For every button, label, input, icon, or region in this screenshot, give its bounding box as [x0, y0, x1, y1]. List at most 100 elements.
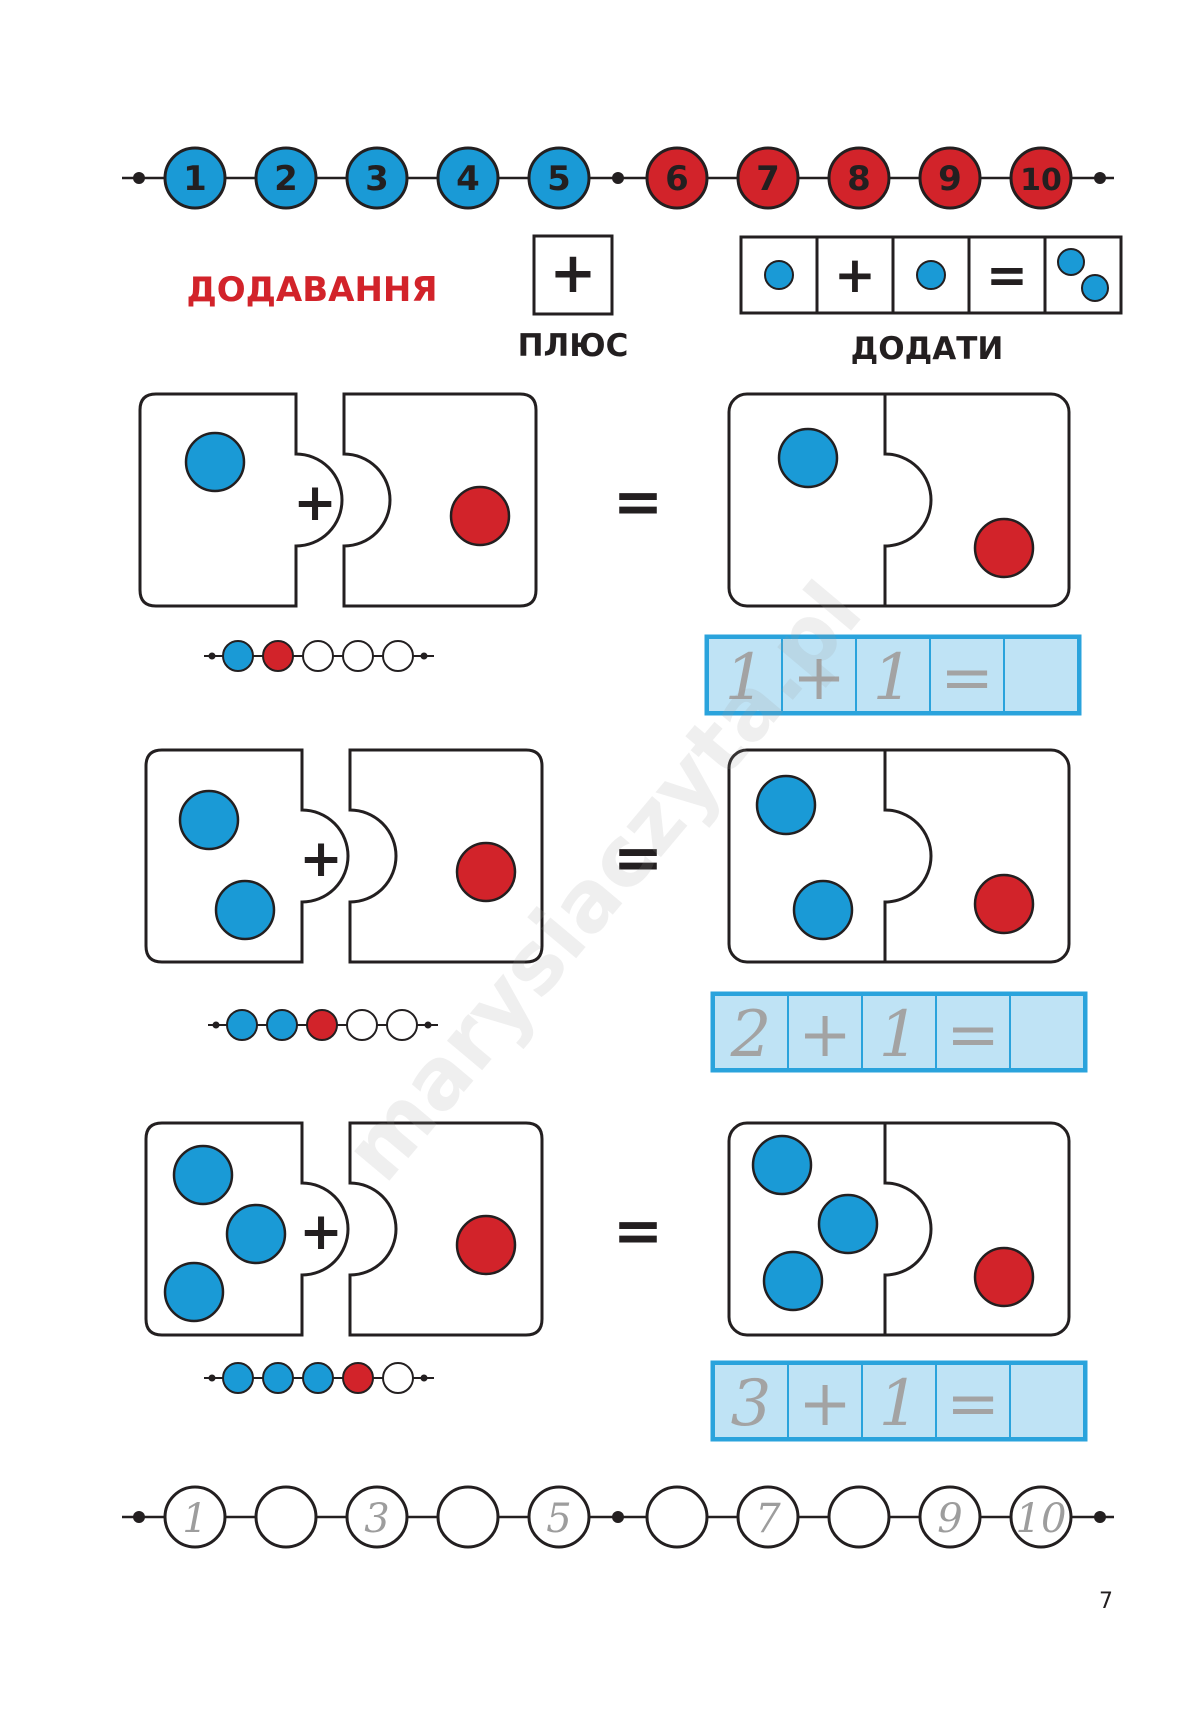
bead-3 [302, 640, 334, 672]
bead-4 [342, 640, 374, 672]
number-bead-2 [254, 1485, 318, 1549]
blue-dot [172, 1144, 234, 1206]
blue-dot [214, 879, 276, 941]
joined-puzzle-seam [883, 394, 933, 606]
number-bead-4 [436, 1485, 500, 1549]
axis-dot-right [1094, 172, 1106, 184]
traced-symbol-4: = [946, 1367, 1000, 1441]
number-bead-1 [163, 146, 227, 210]
plus-label: ПЛЮС [518, 328, 629, 364]
bead-5 [382, 640, 414, 672]
number-bead-9 [918, 1485, 982, 1549]
traced-symbol-3: 1 [873, 641, 914, 715]
traced-symbol-3: 1 [879, 1367, 920, 1441]
number-bead-8 [827, 146, 891, 210]
exercises: +=1+1=+=2+1=+=3+1= [138, 392, 1088, 1442]
number-label-9: 9 [937, 1496, 962, 1542]
example-cell-4 [967, 235, 1047, 315]
number-label-1: 1 [182, 1496, 207, 1542]
traced-symbol-1: 1 [725, 641, 766, 715]
red-dot [973, 1246, 1035, 1308]
number-label-3: 3 [365, 159, 389, 199]
blue-dot [792, 879, 854, 941]
plus-sign: + [550, 241, 597, 306]
bead-4 [346, 1009, 378, 1041]
traced-symbol-1: 3 [731, 1367, 772, 1441]
number-bead-5 [527, 146, 591, 210]
joined-puzzle-seam [883, 1123, 933, 1335]
plus-sign: + [299, 1202, 343, 1262]
blue-dot [751, 1134, 813, 1196]
answer-cell-5 [1009, 994, 1085, 1070]
equals-sign: = [613, 467, 663, 537]
example-dot [1057, 248, 1085, 276]
blue-dot [178, 789, 240, 851]
plus-sign-box [532, 234, 614, 316]
bead-3 [306, 1009, 338, 1041]
bead-1 [226, 1009, 258, 1041]
example-cell-5 [1043, 235, 1123, 315]
number-bead-6 [645, 146, 709, 210]
axis-dot-right [1094, 1511, 1106, 1523]
number-bead-8 [827, 1485, 891, 1549]
answer-strip [710, 1360, 1088, 1442]
bead-wire-end [208, 652, 216, 660]
blue-dot [762, 1250, 824, 1312]
bead-4 [342, 1362, 374, 1394]
add-label: ДОДАТИ [851, 331, 1004, 367]
number-label-10: 10 [1020, 163, 1062, 198]
number-label-6: 6 [665, 159, 689, 199]
bead-2 [262, 1362, 294, 1394]
number-bead-5 [527, 1485, 591, 1549]
number-label-5: 5 [546, 1496, 571, 1542]
joined-puzzle-seam [883, 750, 933, 962]
bead-5 [382, 1362, 414, 1394]
puzzle-piece-right [342, 392, 538, 608]
number-bead-10 [1009, 146, 1073, 210]
answer-cells: 3+1= [710, 1360, 1088, 1442]
number-bead-9 [918, 146, 982, 210]
example-dot [916, 260, 946, 290]
example-plus: + [834, 246, 876, 304]
number-label-3: 3 [364, 1496, 389, 1542]
blue-dot [817, 1193, 879, 1255]
blue-dot [777, 427, 839, 489]
exercise-1: +=1+1= [138, 392, 1082, 716]
number-label-8: 8 [847, 159, 871, 199]
axis-dot-left [133, 1511, 145, 1523]
number-bead-2 [254, 146, 318, 210]
bead-wire-end [424, 1021, 432, 1029]
exercise-3: +=3+1= [144, 1121, 1088, 1442]
number-bead-4 [436, 146, 500, 210]
traced-symbol-4: = [940, 641, 994, 715]
traced-symbol-2: + [798, 998, 852, 1072]
number-label-4: 4 [456, 159, 480, 199]
axis-dot-middle [612, 1511, 624, 1523]
number-label-5: 5 [547, 159, 571, 199]
traced-symbol-2: + [792, 641, 846, 715]
number-bead-3 [345, 1485, 409, 1549]
example-dot [1081, 274, 1109, 302]
number-label-7: 7 [756, 159, 780, 199]
number-bead-3 [345, 146, 409, 210]
blue-dot [755, 774, 817, 836]
puzzle-piece-right [348, 748, 544, 964]
example-equals: = [986, 246, 1028, 304]
number-label-10: 10 [1016, 1496, 1067, 1542]
bead-2 [266, 1009, 298, 1041]
number-bead-1 [163, 1485, 227, 1549]
number-label-2: 2 [274, 159, 298, 199]
answer-cell-5 [1003, 637, 1079, 713]
puzzle-piece-right [348, 1121, 544, 1337]
traced-symbol-1: 2 [730, 998, 772, 1072]
bead-wire-end [212, 1021, 220, 1029]
axis-dot-left [133, 172, 145, 184]
bead-1 [222, 1362, 254, 1394]
answer-cell-5 [1009, 1363, 1085, 1439]
number-label-9: 9 [938, 159, 962, 199]
blue-dot [225, 1203, 287, 1265]
page-number: 7 [1099, 1589, 1113, 1614]
